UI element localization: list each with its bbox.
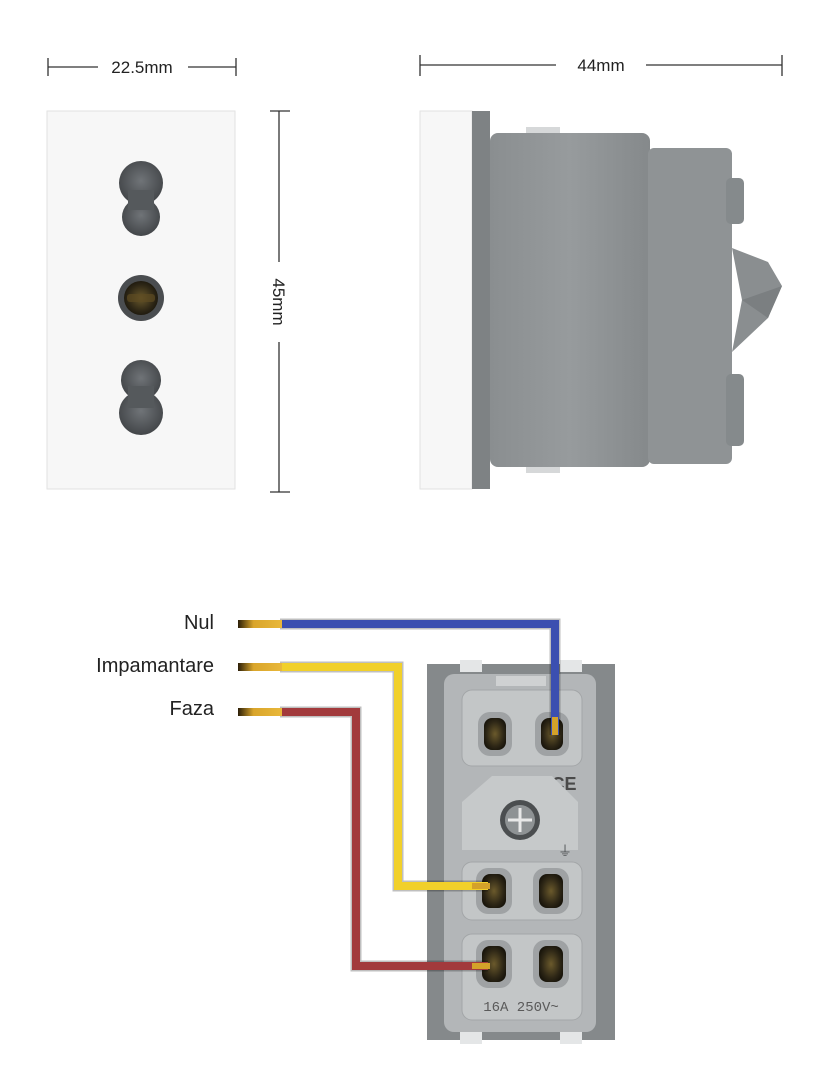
width-label: 22.5mm [111, 58, 172, 77]
depth-label: 44mm [577, 56, 624, 75]
terminal-bottom-left [476, 940, 512, 988]
wire-label-nul: Nul [184, 612, 214, 634]
wire-nul-copper-tip [552, 717, 558, 735]
top-pin-hole [119, 161, 163, 236]
rating-text: 16A 250V~ [483, 1000, 559, 1016]
depth-dimension: 44mm [419, 55, 783, 76]
wire-nul [280, 620, 559, 735]
socket-back-module: CE ⏚ 16A 250V~ [427, 660, 615, 1044]
earth-pin-hole [118, 275, 164, 321]
wire-faza-stripped-end [238, 708, 282, 716]
bottom-pin-hole [119, 360, 163, 435]
socket-front-view [46, 110, 236, 490]
socket-side-view [419, 110, 782, 490]
height-dimension: 45mm [269, 110, 290, 493]
earth-screw [500, 800, 540, 840]
height-label: 45mm [269, 278, 288, 325]
wire-impamantare-copper-tip [472, 883, 490, 889]
terminal-bottom-right [533, 940, 569, 988]
wire-nul-stripped-end [238, 620, 282, 628]
wires [238, 618, 561, 972]
wire-label-impamantare: Impamantare [96, 655, 214, 677]
wire-faza [280, 708, 488, 970]
terminal-top-left [478, 712, 512, 756]
wire-impamantare-stripped-end [238, 663, 282, 671]
earth-symbol: ⏚ [558, 844, 572, 860]
width-dimension: 22.5mm [47, 58, 237, 77]
terminal-mid-right [533, 868, 569, 914]
wire-impamantare [280, 663, 488, 890]
wire-label-faza: Faza [170, 698, 215, 720]
wire-faza-copper-tip [472, 963, 490, 969]
